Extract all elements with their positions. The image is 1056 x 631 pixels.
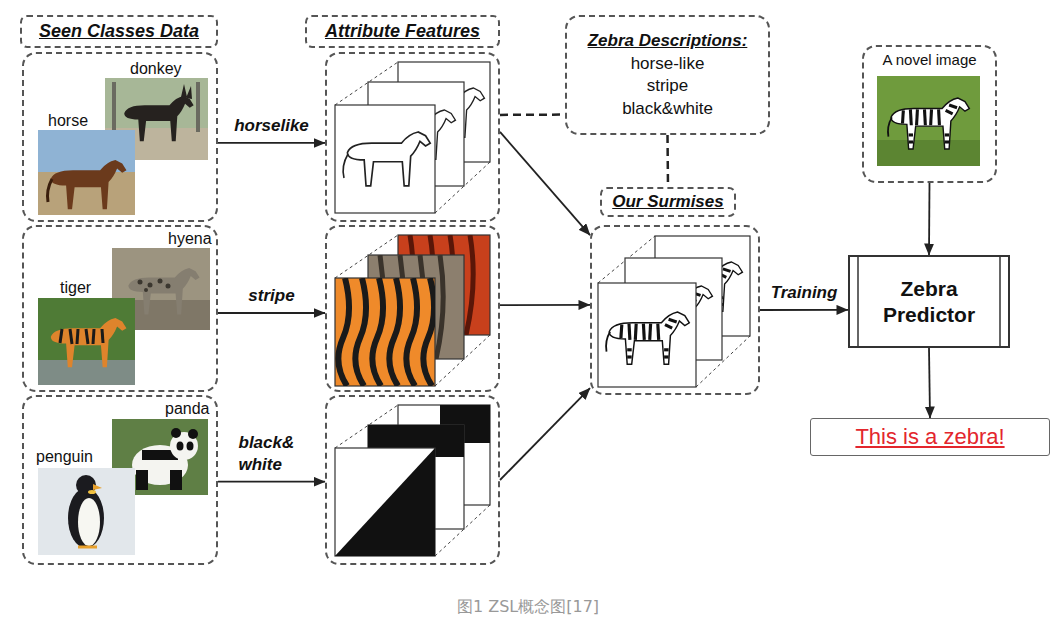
figure-caption: 图1 ZSL概念图[17]	[0, 597, 1056, 618]
zebra-photo	[877, 76, 980, 166]
description-box: Zebra Descriptions:horse-likestripeblack…	[565, 15, 770, 135]
dashed-link	[666, 135, 669, 187]
arrow-connector	[218, 312, 325, 314]
horse-photo	[38, 130, 135, 215]
attribute-box	[325, 395, 500, 565]
penguin-photo	[38, 468, 135, 555]
arrow-connector	[928, 183, 930, 255]
attribute-box	[325, 52, 500, 222]
class-name: hyena	[168, 229, 212, 248]
heading-box: Our Surmises	[600, 187, 736, 217]
description-text: black&white	[622, 98, 713, 120]
arrow-connector	[500, 304, 590, 306]
result-box: This is a zebra!	[810, 418, 1050, 456]
class-name: horse	[48, 111, 88, 130]
edge-label: black& white	[239, 432, 305, 476]
class-name: tiger	[60, 278, 91, 297]
class-name: donkey	[130, 59, 182, 78]
result-text: This is a zebra!	[855, 424, 1004, 450]
image-label: A novel image	[864, 51, 995, 69]
arrow-connector	[218, 481, 325, 483]
class-box: panda penguin	[22, 395, 218, 565]
arrow-connector	[760, 309, 848, 311]
heading-text: Our Surmises	[612, 192, 724, 212]
image-box: A novel image	[862, 45, 997, 183]
arrow-connector	[500, 388, 590, 480]
class-box: donkey horse	[22, 52, 218, 222]
heading-text: Seen Classes Data	[39, 21, 199, 42]
horse-sketch-stack	[335, 62, 490, 213]
dashed-link	[500, 113, 565, 116]
class-box: hyena tiger	[22, 225, 218, 392]
class-name: panda	[165, 399, 210, 418]
edge-label: Training	[771, 282, 838, 304]
surmise-box	[590, 225, 760, 395]
edge-label: stripe	[248, 285, 294, 307]
predictor-bars	[858, 255, 1000, 348]
arrow-connector	[929, 348, 930, 418]
arrow-connector	[218, 142, 325, 144]
edge-label: horselike	[234, 115, 309, 137]
description-text: horse-like	[631, 53, 705, 75]
attribute-box	[325, 225, 500, 392]
heading-box: Seen Classes Data	[20, 15, 218, 48]
predictor-label: Zebra Predictor	[869, 276, 989, 326]
heading-text: Attribute Features	[325, 21, 480, 42]
class-name: penguin	[36, 447, 93, 466]
tiger-photo	[38, 298, 135, 385]
description-text: stripe	[647, 75, 689, 97]
black-white-stack	[335, 405, 490, 556]
heading-box: Attribute Features	[305, 15, 500, 48]
arrow-connector	[500, 132, 590, 235]
zebra-sketch-stack	[598, 236, 750, 387]
description-text: Zebra Descriptions:	[588, 30, 748, 53]
predictor-box: Zebra Predictor	[848, 255, 1010, 348]
stripe-texture-stack	[335, 235, 490, 386]
